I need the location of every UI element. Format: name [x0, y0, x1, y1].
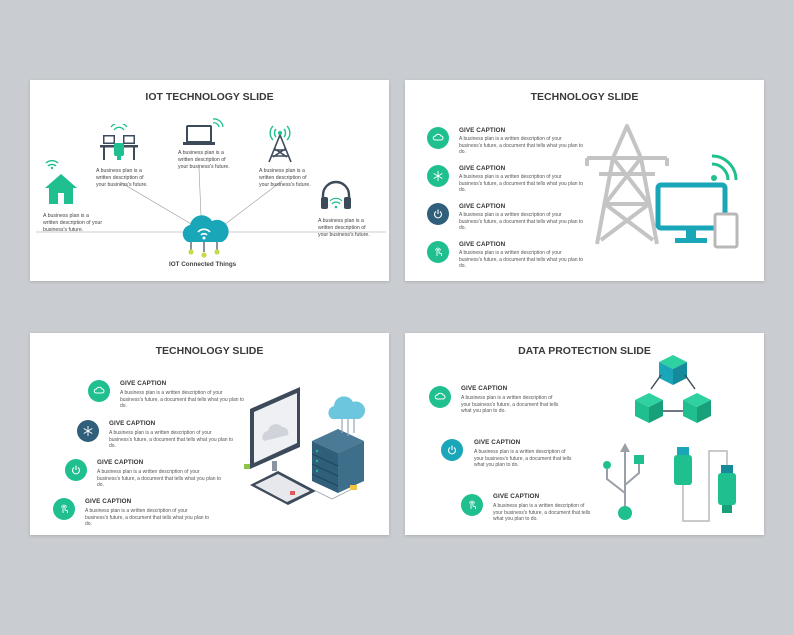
caption: GIVE CAPTION — [109, 420, 156, 427]
connector-lines — [36, 167, 386, 233]
slide-technology-2[interactable]: TECHNOLOGY SLIDE GIVE CAPTION A business… — [30, 333, 389, 535]
snowflake-icon — [77, 420, 99, 442]
tower-icon — [268, 125, 292, 163]
caption-description: A business plan is a written description… — [459, 212, 584, 232]
power-icon — [427, 203, 449, 225]
usb-icon — [603, 443, 644, 520]
slide-title: TECHNOLOGY SLIDE — [530, 91, 639, 103]
caption: GIVE CAPTION — [85, 498, 132, 505]
monitor-icon — [655, 154, 739, 249]
cloud-icon — [88, 380, 110, 402]
center-label: IOT Connected Things — [169, 261, 237, 268]
laptop-icon — [183, 118, 224, 145]
caption: GIVE CAPTION — [493, 493, 540, 500]
usb-cable-icon — [674, 447, 736, 522]
description-workstation: A business plan is a written description… — [96, 168, 148, 188]
cloud-icon — [427, 127, 449, 149]
caption-description: A business plan is a written description… — [109, 430, 234, 450]
caption-description: A business plan is a written description… — [493, 503, 591, 523]
slide-title: DATA PROTECTION SLIDE — [518, 345, 651, 357]
description-headphones: A business plan is a written description… — [318, 218, 370, 238]
cloud-server-illustration — [244, 387, 366, 505]
network-cubes-icon — [635, 355, 711, 423]
caption-description: A business plan is a written description… — [85, 508, 210, 528]
tap-icon — [53, 498, 75, 520]
cloud-icon — [182, 215, 229, 258]
description-laptop: A business plan is a written description… — [178, 150, 230, 170]
caption: GIVE CAPTION — [459, 165, 506, 172]
workstation-icon — [100, 124, 138, 160]
caption-description: A business plan is a written description… — [459, 250, 584, 270]
snowflake-icon — [427, 165, 449, 187]
slide-technology-1[interactable]: TECHNOLOGY SLIDE GIVE CAPTION A business… — [405, 80, 764, 281]
caption: GIVE CAPTION — [120, 380, 167, 387]
cloud-icon — [429, 386, 451, 408]
caption: GIVE CAPTION — [461, 385, 508, 392]
home-icon — [45, 160, 77, 204]
power-tower-icon — [585, 124, 669, 245]
caption-description: A business plan is a written description… — [459, 174, 584, 194]
caption-description: A business plan is a written description… — [474, 449, 572, 469]
power-icon — [441, 439, 463, 461]
slide-title: IOT TECHNOLOGY SLIDE — [145, 91, 274, 103]
slide-data-protection[interactable]: DATA PROTECTION SLIDE GIVE CAPTION A bus… — [405, 333, 764, 535]
description-home: A business plan is a written description… — [43, 213, 103, 233]
slide-title: TECHNOLOGY SLIDE — [155, 345, 264, 357]
headphones-icon — [321, 180, 351, 209]
caption-description: A business plan is a written description… — [97, 469, 222, 489]
tap-icon — [427, 241, 449, 263]
caption: GIVE CAPTION — [459, 203, 506, 210]
tap-icon — [461, 494, 483, 516]
power-icon — [65, 459, 87, 481]
caption-description: A business plan is a written description… — [461, 395, 559, 415]
caption: GIVE CAPTION — [97, 459, 144, 466]
caption: GIVE CAPTION — [474, 439, 521, 446]
caption: GIVE CAPTION — [459, 127, 506, 134]
slide-iot-technology[interactable]: IOT TECHNOLOGY SLIDE A business plan is … — [30, 80, 389, 281]
caption-description: A business plan is a written description… — [120, 390, 245, 410]
description-tower: A business plan is a written description… — [259, 168, 311, 188]
caption-description: A business plan is a written description… — [459, 136, 584, 156]
caption: GIVE CAPTION — [459, 241, 506, 248]
